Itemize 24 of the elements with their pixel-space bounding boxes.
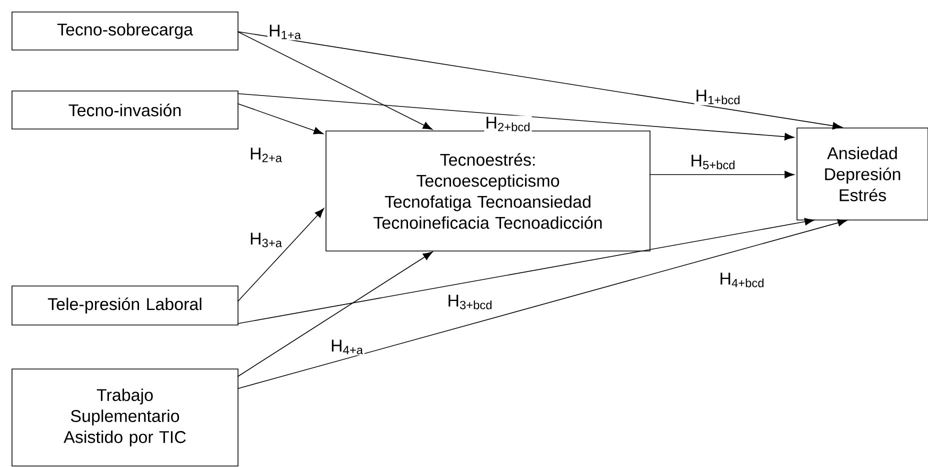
edge-label: H$_{3+bcd}$ [446,294,494,310]
arrow [237,93,794,140]
arrow [237,31,842,130]
concept-box: Ansiedad Depresión Estrés [796,128,928,220]
arrow [237,103,324,134]
arrow [237,219,848,389]
edge-label: H$_{2+a}$ [248,146,284,164]
concept-box: Tecno-invasión [12,90,238,130]
edge-label: H$_{1+bcd}$ [694,88,742,106]
edge-label: H$_{4+a}$ [330,338,364,356]
concept-box: Tecno-sobrecarga [12,12,238,50]
arrow [649,170,794,178]
edge-label: H$_{1+a}$ [268,24,302,40]
arrow [237,218,814,324]
arrow [237,31,433,130]
arrow [237,208,324,302]
arrow [237,252,433,377]
concept-box: Tele-presión Laboral [12,286,238,326]
edge-label: H$_{3+a}$ [248,232,284,248]
edge-label: H$_{5+bcd}$ [689,154,737,170]
concept-box: Trabajo Suplementario Asistido por TIC [12,368,238,466]
edge-label: H$_{4+bcd}$ [718,272,766,288]
concept-box: Tecnoestrés: Tecnoescepticismo Tecnofatiga Tecnoansiedad Tecnoineficacia Tecnoadicción [326,130,650,252]
edge-label: H$_{2+bcd}$ [484,116,532,132]
